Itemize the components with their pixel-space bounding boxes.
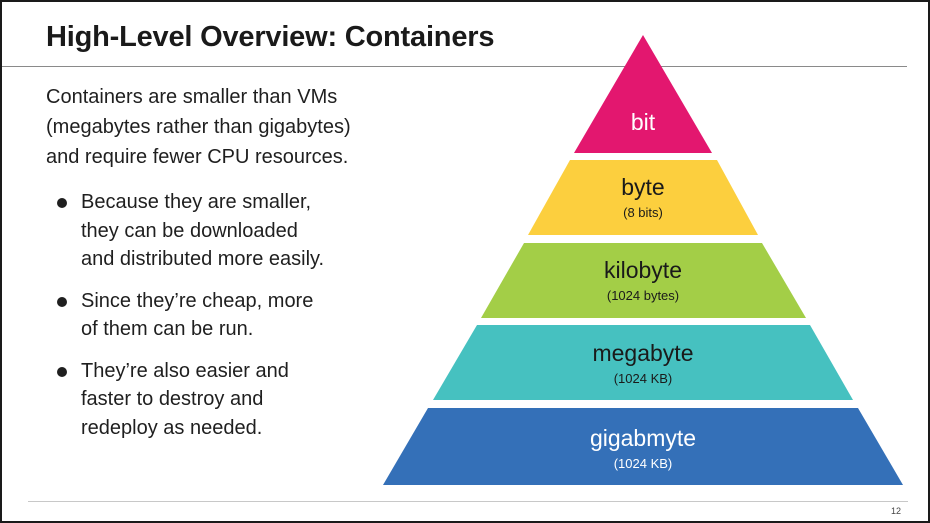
bullet-dot-icon (57, 198, 67, 208)
bullet-list: Because they are smaller, they can be do… (54, 188, 394, 455)
title-divider (2, 66, 907, 67)
pyramid-level-label: megabyte (592, 340, 693, 366)
pyramid-level-byte: byte (8 bits) (528, 160, 758, 235)
pyramid-level-label: byte (621, 174, 664, 200)
pyramid-level-label: bit (631, 109, 656, 135)
pyramid-level-gigabmyte-shape (383, 408, 903, 485)
intro-line: (megabytes rather than gigabytes) (46, 116, 351, 138)
pyramid-level-megabyte: megabyte (1024 KB) (433, 325, 853, 400)
pyramid-level-megabyte-shape (433, 325, 853, 400)
pyramid-level-sublabel: (1024 bytes) (607, 288, 679, 303)
bullet-line: of them can be run. (81, 318, 254, 340)
bullet-dot-icon (57, 366, 67, 377)
bullet-line: Because they are smaller, (81, 191, 312, 213)
bullet-item: They’re also easier and faster to destro… (54, 357, 394, 443)
pyramid-level-sublabel: (1024 KB) (614, 456, 673, 471)
pyramid-level-bit-shape (574, 35, 712, 153)
page-number: 12 (891, 506, 902, 516)
intro-line: Containers are smaller than VMs (46, 86, 338, 108)
slide-title: High-Level Overview: Containers (46, 21, 495, 53)
bullet-line: redeploy as needed. (81, 416, 263, 439)
footer-divider (28, 501, 908, 502)
pyramid-level-bit: bit (574, 35, 712, 153)
bullet-line: faster to destroy and (81, 388, 264, 410)
bullet-dot-icon (57, 296, 67, 307)
intro-line: and require fewer CPU resources. (46, 146, 349, 168)
pyramid-level-label: gigabmyte (590, 425, 696, 451)
bullet-line: and distributed more easily. (81, 248, 325, 270)
bullet-item: Because they are smaller, they can be do… (54, 188, 394, 274)
pyramid-level-kilobyte: kilobyte (1024 bytes) (481, 243, 806, 318)
pyramid-level-sublabel: (1024 KB) (614, 371, 673, 386)
pyramid-level-byte-shape (528, 160, 758, 235)
pyramid-level-gigabmyte: gigabmyte (1024 KB) (383, 408, 903, 485)
bullet-line: Since they’re cheap, more (81, 289, 314, 312)
pyramid-level-sublabel: (8 bits) (623, 205, 663, 220)
pyramid-level-label: kilobyte (604, 257, 682, 283)
bullet-line: They’re also easier and (81, 359, 289, 382)
intro-paragraph: Containers are smaller than VMs (megabyt… (46, 82, 426, 172)
pyramid-level-kilobyte-shape (481, 243, 806, 318)
bullet-item: Since they’re cheap, more of them can be… (54, 287, 394, 344)
bullet-line: they can be downloaded (81, 219, 298, 242)
